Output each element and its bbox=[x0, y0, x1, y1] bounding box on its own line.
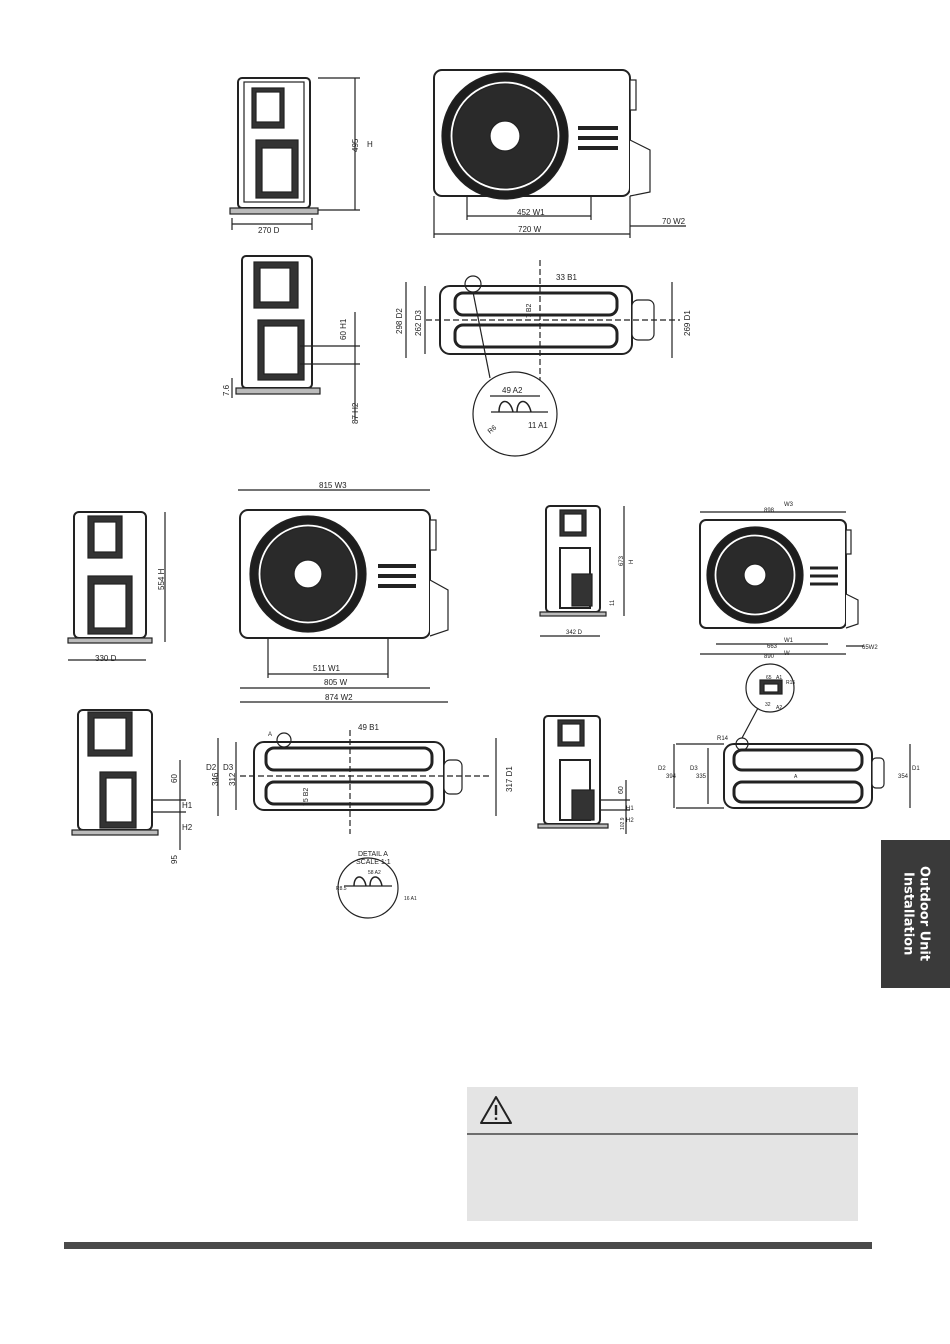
unit3-a2-label: A2 bbox=[776, 705, 782, 711]
unit1-d2-label: 298 D2 bbox=[395, 308, 404, 334]
unit1-depth-label: 270 D bbox=[258, 226, 280, 235]
unit2-312-label: 312 bbox=[228, 772, 237, 786]
unit1-d1-label: 269 D1 bbox=[683, 310, 692, 336]
unit2-side-view bbox=[67, 511, 166, 661]
unit3-front-view bbox=[699, 511, 864, 713]
unit2-a-label: A bbox=[268, 732, 272, 738]
unit1-h2-label: 87 H2 bbox=[351, 402, 360, 424]
unit3-top-394: 394 bbox=[666, 774, 677, 780]
unit2-d-label: 330 D bbox=[95, 654, 117, 663]
unit1-a1-label: 11 A1 bbox=[528, 421, 548, 430]
unit3-side-60: 60 bbox=[618, 786, 625, 794]
unit2-w3-label: 815 W3 bbox=[319, 481, 347, 490]
unit3-w1-label: W1 bbox=[784, 638, 794, 644]
unit3-w-label: W bbox=[784, 651, 790, 657]
unit3-side-view-2 bbox=[537, 715, 630, 834]
unit3-top-d1: D1 bbox=[912, 766, 920, 772]
unit1-76-label: 7.6 bbox=[222, 384, 231, 396]
unit2-w2-label: 874 W2 bbox=[325, 693, 353, 702]
section-side-tab: Outdoor Unit Installation bbox=[881, 840, 950, 988]
unit2-side-95: 95 bbox=[170, 855, 179, 864]
unit3-top-view bbox=[673, 707, 911, 809]
unit3-top-d3: D3 bbox=[690, 766, 698, 772]
unit2-side-60: 60 bbox=[170, 774, 179, 783]
unit2-d1-label: 317 D1 bbox=[505, 766, 514, 792]
unit1-h1-label: 60 H1 bbox=[339, 318, 348, 340]
unit3-32-label: 32 bbox=[765, 702, 771, 708]
unit3-side-view bbox=[539, 505, 625, 637]
unit2-w1-label: 511 W1 bbox=[313, 664, 341, 673]
unit3-h-symbol: H bbox=[629, 560, 635, 564]
unit3-top-a: A bbox=[794, 774, 798, 780]
unit3-side-h2: H2 bbox=[626, 818, 634, 824]
unit3-d-label: 342 D bbox=[566, 630, 583, 636]
unit3-w1-value: 663 bbox=[767, 644, 778, 650]
caution-box bbox=[467, 1087, 858, 1221]
unit3-11-label: 11 bbox=[610, 599, 616, 606]
unit3-65-label: 65 bbox=[766, 675, 772, 681]
unit1-b1-label: 33 B1 bbox=[556, 273, 577, 282]
unit1-front-view bbox=[433, 69, 686, 238]
unit2-top-view bbox=[217, 730, 497, 919]
unit2-detail-r: R8.5 bbox=[336, 886, 347, 892]
unit2-346-label: 346 bbox=[211, 772, 220, 786]
warning-triangle-icon bbox=[480, 1096, 512, 1124]
unit1-w1-label: 452 W1 bbox=[517, 208, 545, 217]
unit3-side-1029: 102.9 bbox=[620, 817, 626, 830]
unit1-w2-label: 70 W2 bbox=[662, 217, 686, 226]
unit2-side-view-2 bbox=[71, 709, 186, 850]
unit3-r14-label: R14 bbox=[717, 736, 729, 742]
unit3-top-d2: D2 bbox=[658, 766, 666, 772]
unit3-h-value: 673 bbox=[619, 555, 625, 566]
unit3-r15-label: R15 bbox=[786, 680, 795, 686]
unit3-side-h1: H1 bbox=[626, 806, 634, 812]
unit3-w2-label: 65W2 bbox=[862, 645, 878, 651]
unit2-d2-label: D2 bbox=[206, 763, 217, 772]
unit3-top-335: 335 bbox=[696, 774, 707, 780]
unit2-side-h2: H2 bbox=[182, 823, 193, 832]
unit2-front-view bbox=[238, 489, 449, 703]
unit1-r6-label: R6 bbox=[487, 424, 498, 435]
unit1-b2-label: 7 B2 bbox=[526, 303, 533, 318]
unit3-w3-label: W3 bbox=[784, 502, 794, 508]
section-side-tab-label: Outdoor Unit Installation bbox=[900, 866, 932, 962]
unit1-a2-label: 49 A2 bbox=[502, 386, 523, 395]
unit2-d3-label: D3 bbox=[223, 763, 234, 772]
unit2-detail-a2: 58 A2 bbox=[368, 870, 381, 876]
unit2-side-h1: H1 bbox=[182, 801, 193, 810]
unit3-w-value: 890 bbox=[764, 654, 775, 660]
unit1-d3-label: 262 D3 bbox=[414, 310, 423, 336]
unit1-w-label: 720 W bbox=[518, 225, 542, 234]
unit1-side-view-2 bbox=[231, 255, 360, 420]
unit1-top-view bbox=[405, 260, 680, 457]
unit2-b2-label: 75 B2 bbox=[303, 788, 310, 806]
unit1-height-value: 495 bbox=[351, 138, 360, 152]
caution-header bbox=[467, 1087, 858, 1135]
unit3-top-354: 354 bbox=[898, 774, 909, 780]
unit2-detail-a1: 16 A1 bbox=[404, 896, 417, 902]
unit3-w3-value: 898 bbox=[764, 508, 775, 514]
footer-rule bbox=[64, 1242, 872, 1249]
unit2-detail-title: DETAIL A bbox=[358, 851, 388, 858]
unit2-w-label: 805 W bbox=[324, 678, 348, 687]
unit2-detail-scale: SCALE 1:1 bbox=[356, 859, 391, 866]
unit2-b1-label: 49 B1 bbox=[358, 723, 379, 732]
unit2-h-label: 554 H bbox=[157, 568, 166, 590]
unit1-height-symbol: H bbox=[367, 140, 373, 149]
unit3-a1-label: A1 bbox=[776, 675, 782, 681]
unit1-side-view bbox=[229, 77, 360, 230]
